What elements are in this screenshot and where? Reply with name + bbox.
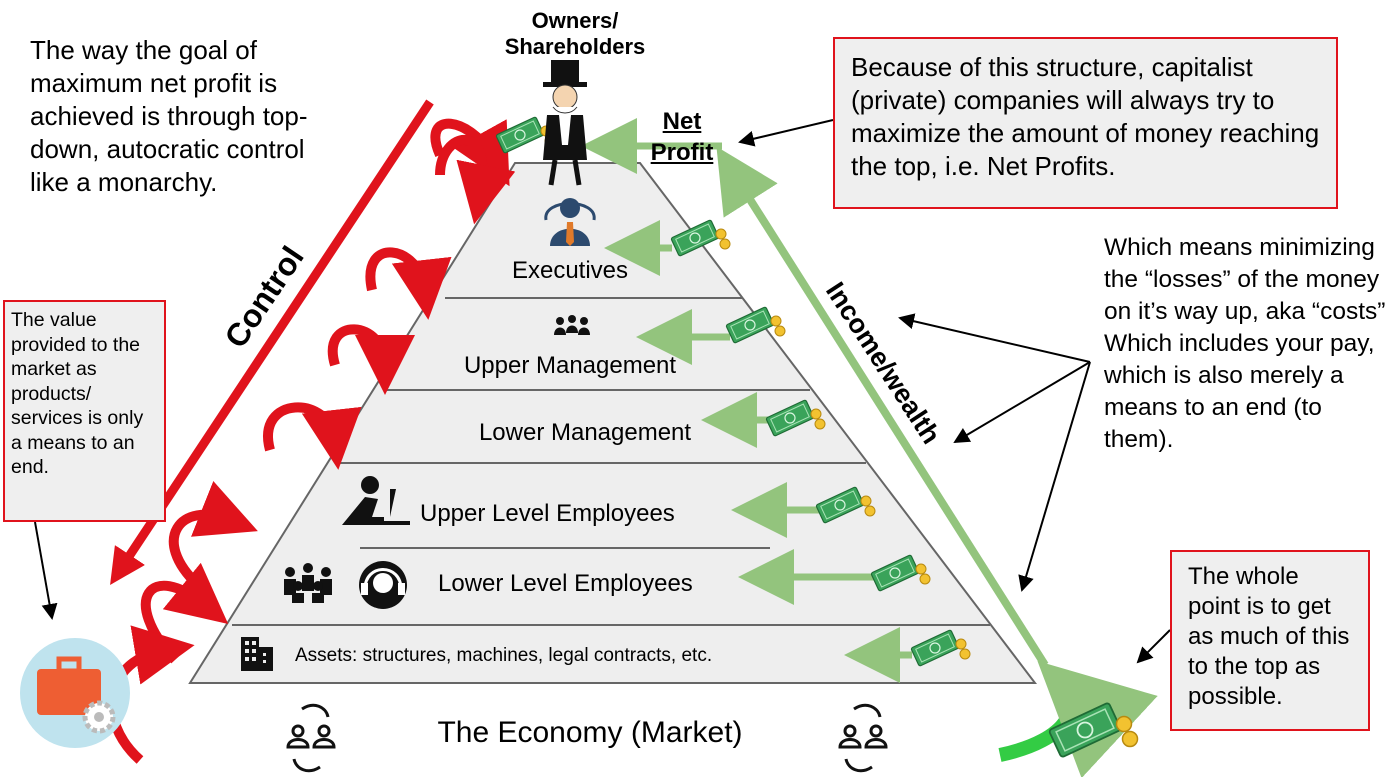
right-note: Which means minimizing the “losses” of t… — [1104, 234, 1386, 453]
control-arrow — [110, 99, 434, 586]
tier-lower-level-employees: Lower Level Employees — [438, 570, 693, 597]
workers-icon — [284, 563, 332, 603]
tier-executives: Executives — [511, 257, 629, 284]
team-icon — [554, 315, 590, 335]
bottom-right-callout-text: The whole point is to get as much of thi… — [1188, 563, 1350, 710]
executive-icon — [544, 198, 596, 246]
top-right-callout: Because of this structure, capitalist (p… — [833, 37, 1338, 209]
income-arrows — [581, 118, 1049, 683]
desk-worker-icon — [342, 476, 410, 525]
top-right-callout-text: Because of this structure, capitalist (p… — [851, 52, 1320, 181]
left-callout-text: The value provided to the market as prod… — [11, 309, 144, 478]
monopoly-man-icon — [543, 60, 587, 186]
left-note: The way the goal of maximum net profit i… — [30, 35, 308, 197]
left-callout: The value provided to the market as prod… — [3, 300, 166, 522]
briefcase-gear-icon — [20, 638, 130, 748]
net-profit-label: Net Profit — [650, 108, 714, 166]
people-cycle-icon — [838, 703, 888, 773]
curved-control-arrows — [107, 118, 516, 764]
tier-assets: Assets: structures, machines, legal cont… — [295, 645, 713, 666]
economy-label: The Economy (Market) — [437, 716, 743, 749]
tier-upper-level-employees: Upper Level Employees — [420, 500, 675, 527]
owners-shareholders-label: Owners/ Shareholders — [504, 8, 646, 59]
money-up-arrow — [998, 660, 1158, 777]
bottom-right-callout: The whole point is to get as much of thi… — [1170, 550, 1370, 731]
building-icon — [241, 637, 273, 671]
pointer-arrows — [34, 119, 1171, 664]
people-cycle-icon — [286, 703, 336, 773]
tier-upper-management: Upper Management — [463, 352, 677, 379]
headset-icon — [359, 561, 407, 609]
tier-lower-management: Lower Management — [478, 419, 692, 446]
